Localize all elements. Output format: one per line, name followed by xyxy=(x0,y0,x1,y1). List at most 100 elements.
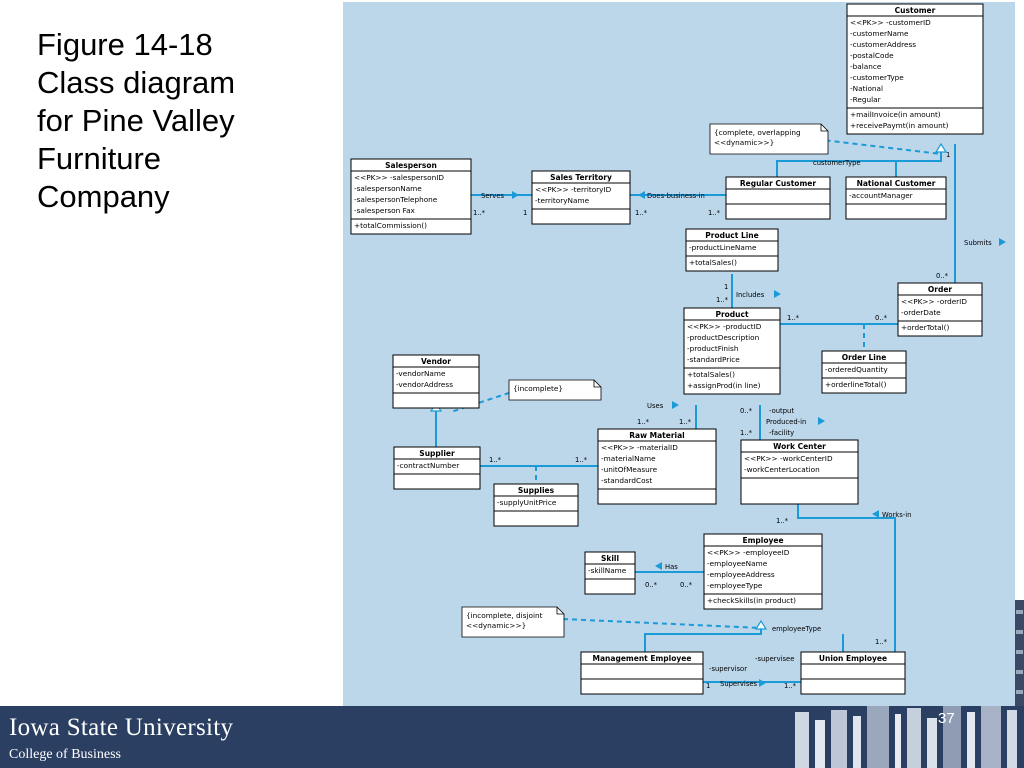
employee-method-0: +checkSkills(in product) xyxy=(707,596,796,605)
university-name: Iowa State University xyxy=(9,714,234,741)
label-submits: Submits xyxy=(964,239,992,247)
note-vendor-fold xyxy=(593,380,601,388)
order-line-box xyxy=(821,350,907,394)
supplier-attr-0: -contractNumber xyxy=(397,461,459,470)
generalization-triangle-customer xyxy=(934,142,948,153)
skill-class xyxy=(584,551,636,595)
salesperson-attr-2: -salespersonTelephone xyxy=(354,195,438,204)
label-supervises-m1: 1 xyxy=(706,682,710,690)
sales-territory-attr-0: <<PK>> -territoryID xyxy=(535,185,612,194)
order-class-name: Order xyxy=(928,285,953,294)
label-has: Has xyxy=(665,563,678,571)
employee-attr-3: -employeeType xyxy=(707,581,763,590)
label-does-m2: 1..* xyxy=(708,209,721,217)
regular-customer-box xyxy=(725,176,831,220)
product-line-attr-0: -productLineName xyxy=(689,243,757,252)
product-attr-0: <<PK>> -productID xyxy=(687,322,762,331)
note-employee-line-1: <<dynamic>>} xyxy=(466,621,526,630)
employee-attr-1: -employeeName xyxy=(707,559,768,568)
work-center-box xyxy=(740,439,859,505)
works-in-connector xyxy=(797,498,896,652)
label-supervises-m2: 1..* xyxy=(784,682,797,690)
generalization-triangle-employee xyxy=(754,619,768,630)
class-diagram-canvas: Customer<<PK>> -customerID-customerName-… xyxy=(350,3,1006,695)
employee-type-connector-mgmt xyxy=(644,625,762,652)
serves-direction-arrow xyxy=(512,191,519,199)
building-illustration xyxy=(785,706,1024,768)
college-name: College of Business xyxy=(9,747,121,762)
note-vendor-line-0: {incomplete} xyxy=(513,384,563,393)
sales-territory-box xyxy=(531,170,631,225)
vendor-class-name: Vendor xyxy=(421,357,451,366)
label-submits-m2: 0..* xyxy=(936,272,949,280)
slide-title: Figure 14-18 Class diagram for Pine Vall… xyxy=(37,26,337,216)
label-serves-m1: 1..* xyxy=(473,209,486,217)
label-uses: Uses xyxy=(647,402,664,410)
connectors-layer xyxy=(429,133,956,683)
label-supervisee: -supervisee xyxy=(755,655,794,663)
product-line-class-name: Product Line xyxy=(705,231,758,240)
note-employee-line-0: {incomplete, disjoint xyxy=(466,611,543,620)
sales-territory-class-name: Sales Territory xyxy=(550,173,612,182)
product-line-class xyxy=(685,228,779,272)
salesperson-class-name: Salesperson xyxy=(385,161,437,170)
building-edge-decoration xyxy=(1015,600,1024,710)
order-box xyxy=(897,282,983,337)
label-produced-m1: 0..* xyxy=(740,407,753,415)
note-customer-fold xyxy=(820,124,828,132)
salesperson-attr-1: -salespersonName xyxy=(354,184,422,193)
skill-class-name: Skill xyxy=(601,554,619,563)
customer-attr-5: -customerType xyxy=(850,73,904,82)
label-includes-m1: 1 xyxy=(724,283,728,291)
note-employee xyxy=(461,606,565,638)
class-diagram: Customer<<PK>> -customerID-customerName-… xyxy=(343,2,1015,714)
supplier-box xyxy=(393,446,481,490)
label-supervises: Supervises xyxy=(720,680,758,688)
note-employee-shape xyxy=(461,606,565,638)
order-method-0: +orderTotal() xyxy=(901,323,949,332)
union-employee-class xyxy=(800,651,906,695)
product-line-method-0: +totalSales() xyxy=(689,258,737,267)
product-box xyxy=(683,307,781,395)
supervises-direction-arrow xyxy=(759,679,766,687)
management-employee-class xyxy=(580,651,704,695)
does-business-direction-arrow xyxy=(638,191,645,199)
skill-box xyxy=(584,551,636,595)
product-class-name: Product xyxy=(715,310,749,319)
label-customer-type: customerType xyxy=(813,159,861,167)
customer-class xyxy=(846,3,984,135)
includes-direction-arrow xyxy=(774,290,781,298)
label-works-in: Works-in xyxy=(882,511,911,519)
works-in-direction-arrow xyxy=(872,510,879,518)
vendor-class xyxy=(392,354,480,409)
national-customer-class-name: National Customer xyxy=(857,179,936,188)
raw-material-attr-1: -materialName xyxy=(601,454,656,463)
customer-attr-7: -Regular xyxy=(850,95,881,104)
label-includes: Includes xyxy=(736,291,765,299)
raw-material-attr-2: -unitOfMeasure xyxy=(601,465,658,474)
customer-attr-4: -balance xyxy=(850,62,882,71)
management-employee-box xyxy=(580,651,704,695)
label-serves-m2: 1 xyxy=(523,209,527,217)
note-customer-line-0: {complete, overlapping xyxy=(714,128,801,137)
regular-customer-class xyxy=(725,176,831,220)
supplies-class-name: Supplies xyxy=(518,486,555,495)
vendor-attr-0: -vendorName xyxy=(396,369,446,378)
employee-attr-2: -employeeAddress xyxy=(707,570,775,579)
page-number: 37 xyxy=(938,710,955,727)
customer-method-0: +mailInvoice(in amount) xyxy=(850,110,941,119)
regular-customer-class-name: Regular Customer xyxy=(740,179,816,188)
supplies-box xyxy=(493,483,579,527)
label-produced-in: Produced-in xyxy=(766,418,806,426)
supplier-class-name: Supplier xyxy=(419,449,455,458)
national-customer-attr-0: -accountManager xyxy=(849,191,913,200)
customer-attr-0: <<PK>> -customerID xyxy=(850,18,931,27)
sales-territory-class xyxy=(531,170,631,225)
label-does-business: Does-business-in xyxy=(647,192,705,200)
label-employee-type: employeeType xyxy=(772,625,821,633)
national-customer-class xyxy=(845,176,947,220)
label-uses-m2: 1..* xyxy=(679,418,692,426)
title-line-5: Company xyxy=(37,179,170,214)
note-customer-shape xyxy=(709,123,829,155)
produced-in-direction-arrow xyxy=(818,417,825,425)
